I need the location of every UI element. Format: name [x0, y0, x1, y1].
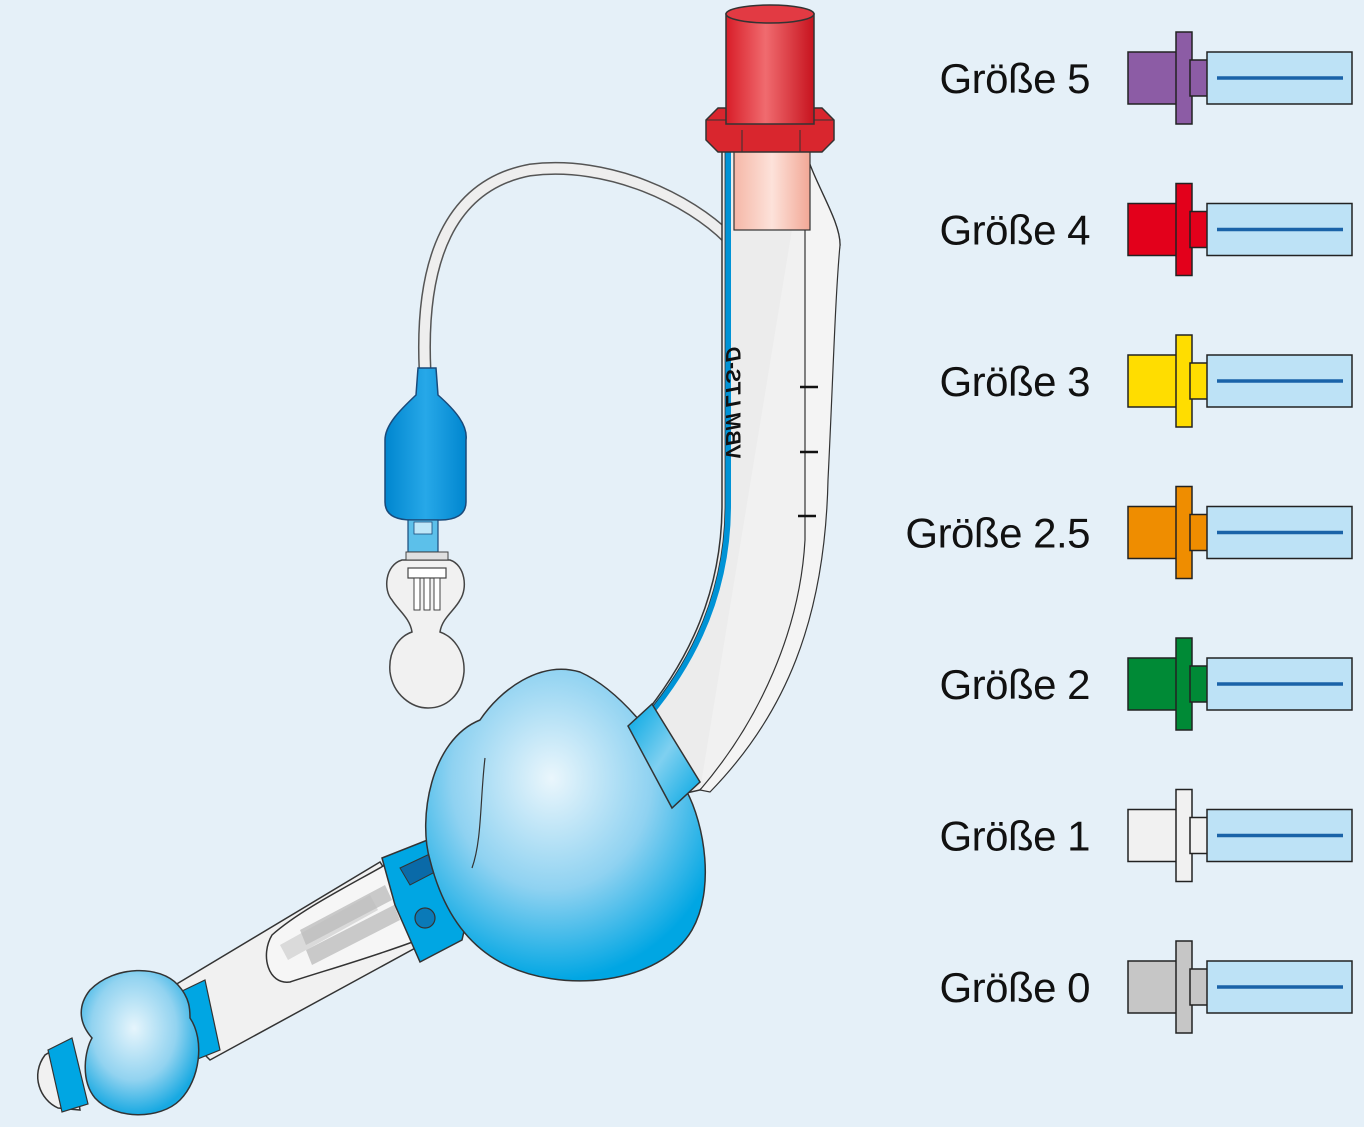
pilot-balloon: [384, 367, 467, 553]
syringe-icon: [1127, 940, 1353, 1034]
size-label: Größe 2: [939, 661, 1090, 708]
size-label: Größe 5: [939, 55, 1090, 102]
pharyngeal-cuff: [424, 668, 707, 982]
distal-tube: [148, 860, 432, 1061]
size-label: Größe 1: [939, 813, 1090, 860]
size-label: Größe 2.5: [905, 510, 1090, 557]
syringe-icon: [1127, 788, 1353, 883]
syringe-icon: [1127, 182, 1353, 277]
size-row: Größe 2.5: [905, 485, 1353, 580]
size-label: Größe 0: [939, 964, 1090, 1011]
size-row: Größe 4: [939, 182, 1353, 277]
cuff-band: [627, 702, 701, 810]
size-row: Größe 0: [939, 940, 1353, 1034]
tube-connector: [705, 4, 835, 153]
esophageal-cuff: [80, 969, 200, 1116]
size-row: Größe 2: [939, 637, 1353, 731]
size-row: Größe 1: [939, 788, 1353, 883]
syringe-icon: [1127, 334, 1353, 428]
syringe-icon: [1127, 637, 1353, 731]
syringe-icon: [1127, 485, 1353, 580]
size-label: Größe 4: [939, 207, 1090, 254]
size-row: Größe 5: [939, 31, 1353, 125]
check-valve: [385, 551, 466, 709]
tube-body: VBM LTS-D: [517, 149, 841, 832]
tube-imprint: VBM LTS-D: [721, 347, 744, 460]
connector-collar: [733, 149, 811, 231]
syringe-icon: [1127, 31, 1353, 125]
size-row: Größe 3: [939, 334, 1353, 428]
size-label: Größe 3: [939, 358, 1090, 405]
